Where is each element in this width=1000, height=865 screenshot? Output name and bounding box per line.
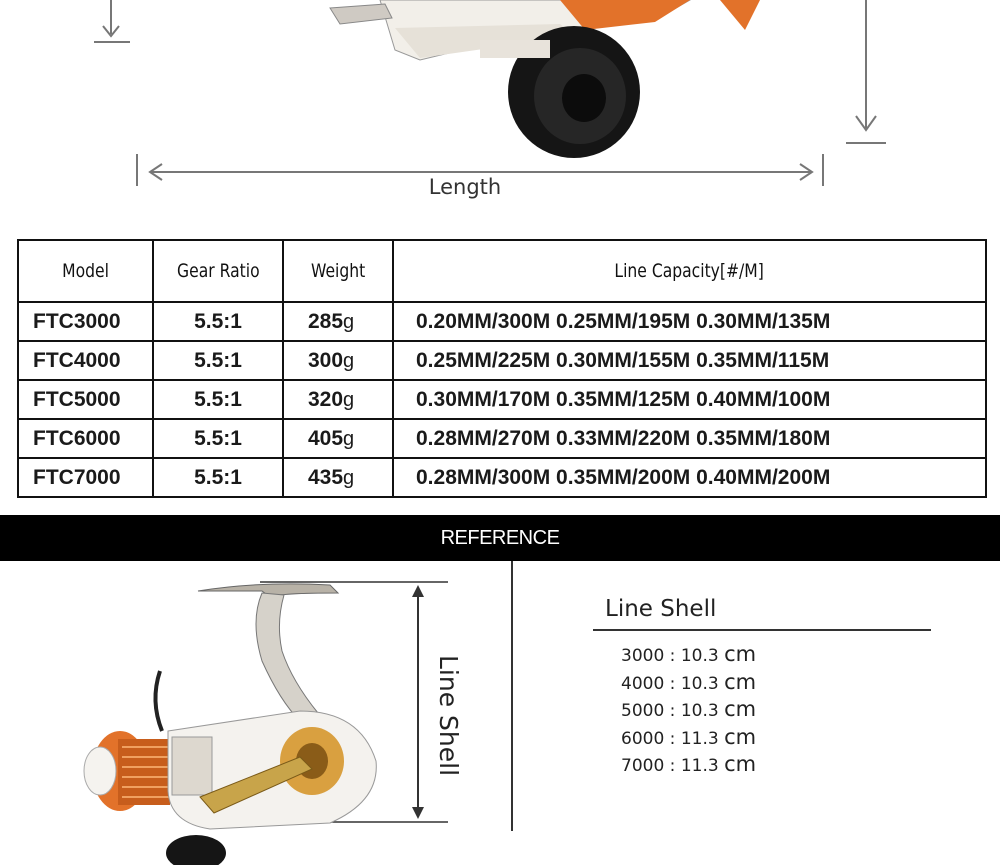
cell-line-capacity: 0.28MM/270M 0.33MM/220M 0.35MM/180M [392,418,987,459]
line-shell-title: Line Shell [605,596,717,622]
line-shell-vertical-label: Line Shell [434,655,463,777]
table-row: FTC7000 5.5:1 435g 0.28MM/300M 0.35MM/20… [17,457,987,498]
bail-wire [153,670,164,732]
cell-weight: 285g [282,301,394,342]
table-row: FTC3000 5.5:1 285g 0.20MM/300M 0.25MM/19… [17,301,987,342]
cell-line-capacity: 0.30MM/170M 0.35MM/125M 0.40MM/100M [392,379,987,420]
cell-gear-ratio: 5.5:1 [152,340,284,381]
header-gear-ratio: Gear Ratio [152,239,284,303]
length-label: Length [428,175,502,199]
reel-spool [83,731,170,811]
section-divider [511,561,513,831]
list-item: 4000 : 10.3 cm [621,669,757,694]
reel-handle [197,583,340,722]
line-shell-list: 3000 : 10.3 cm 4000 : 10.3 cm 5000 : 10.… [621,642,756,780]
table-row: FTC5000 5.5:1 320g 0.30MM/170M 0.35MM/12… [17,379,987,420]
list-item: 3000 : 10.3 cm [621,642,757,666]
cell-weight: 320g [282,379,394,420]
bottom-reel-figure [0,561,520,865]
header-weight: Weight [282,239,394,303]
cell-gear-ratio: 5.5:1 [152,301,284,342]
cell-gear-ratio: 5.5:1 [152,379,284,420]
cell-weight: 435g [282,457,394,498]
bottom-reel-illustration [83,581,448,865]
cell-model: FTC6000 [17,418,154,459]
cell-model: FTC7000 [17,457,154,498]
cell-model: FTC5000 [17,379,154,420]
cell-gear-ratio: 5.5:1 [152,457,284,498]
table-row: FTC4000 5.5:1 300g 0.25MM/225M 0.30MM/15… [17,340,987,381]
cell-model: FTC4000 [17,340,154,381]
cell-model: FTC3000 [17,301,154,342]
reference-label: REFERENCE [440,526,560,549]
right-dimension-marker [846,0,886,144]
list-item: 5000 : 10.3 cm [621,697,757,721]
cell-weight: 405g [282,418,394,459]
header-line-capacity: Line Capacity[#/M] [392,239,987,303]
list-item: 7000 : 11.3 cm [621,752,757,776]
reference-banner: REFERENCE [0,515,1000,561]
length-dimension-arrow [136,154,824,186]
reel-body [166,710,377,865]
top-reel-illustration [94,0,886,186]
line-shell-underline [593,629,931,631]
table-row: FTC6000 5.5:1 405g 0.28MM/270M 0.33MM/22… [17,418,987,459]
cell-line-capacity: 0.20MM/300M 0.25MM/195M 0.30MM/135M [392,301,987,342]
cell-line-capacity: 0.28MM/300M 0.35MM/200M 0.40MM/200M [392,457,987,498]
spec-table: Model Gear Ratio Weight Line Capacity[#/… [17,239,987,498]
header-model: Model [17,239,154,303]
list-item: 6000 : 11.3 cm [621,724,757,749]
top-reel-body [329,0,760,158]
table-header-row: Model Gear Ratio Weight Line Capacity[#/… [17,239,987,303]
cell-weight: 300g [282,340,394,381]
cell-gear-ratio: 5.5:1 [152,418,284,459]
cell-line-capacity: 0.25MM/225M 0.30MM/155M 0.35MM/115M [392,340,987,381]
left-dimension-marker [94,0,130,43]
top-reel-figure [0,0,1000,215]
